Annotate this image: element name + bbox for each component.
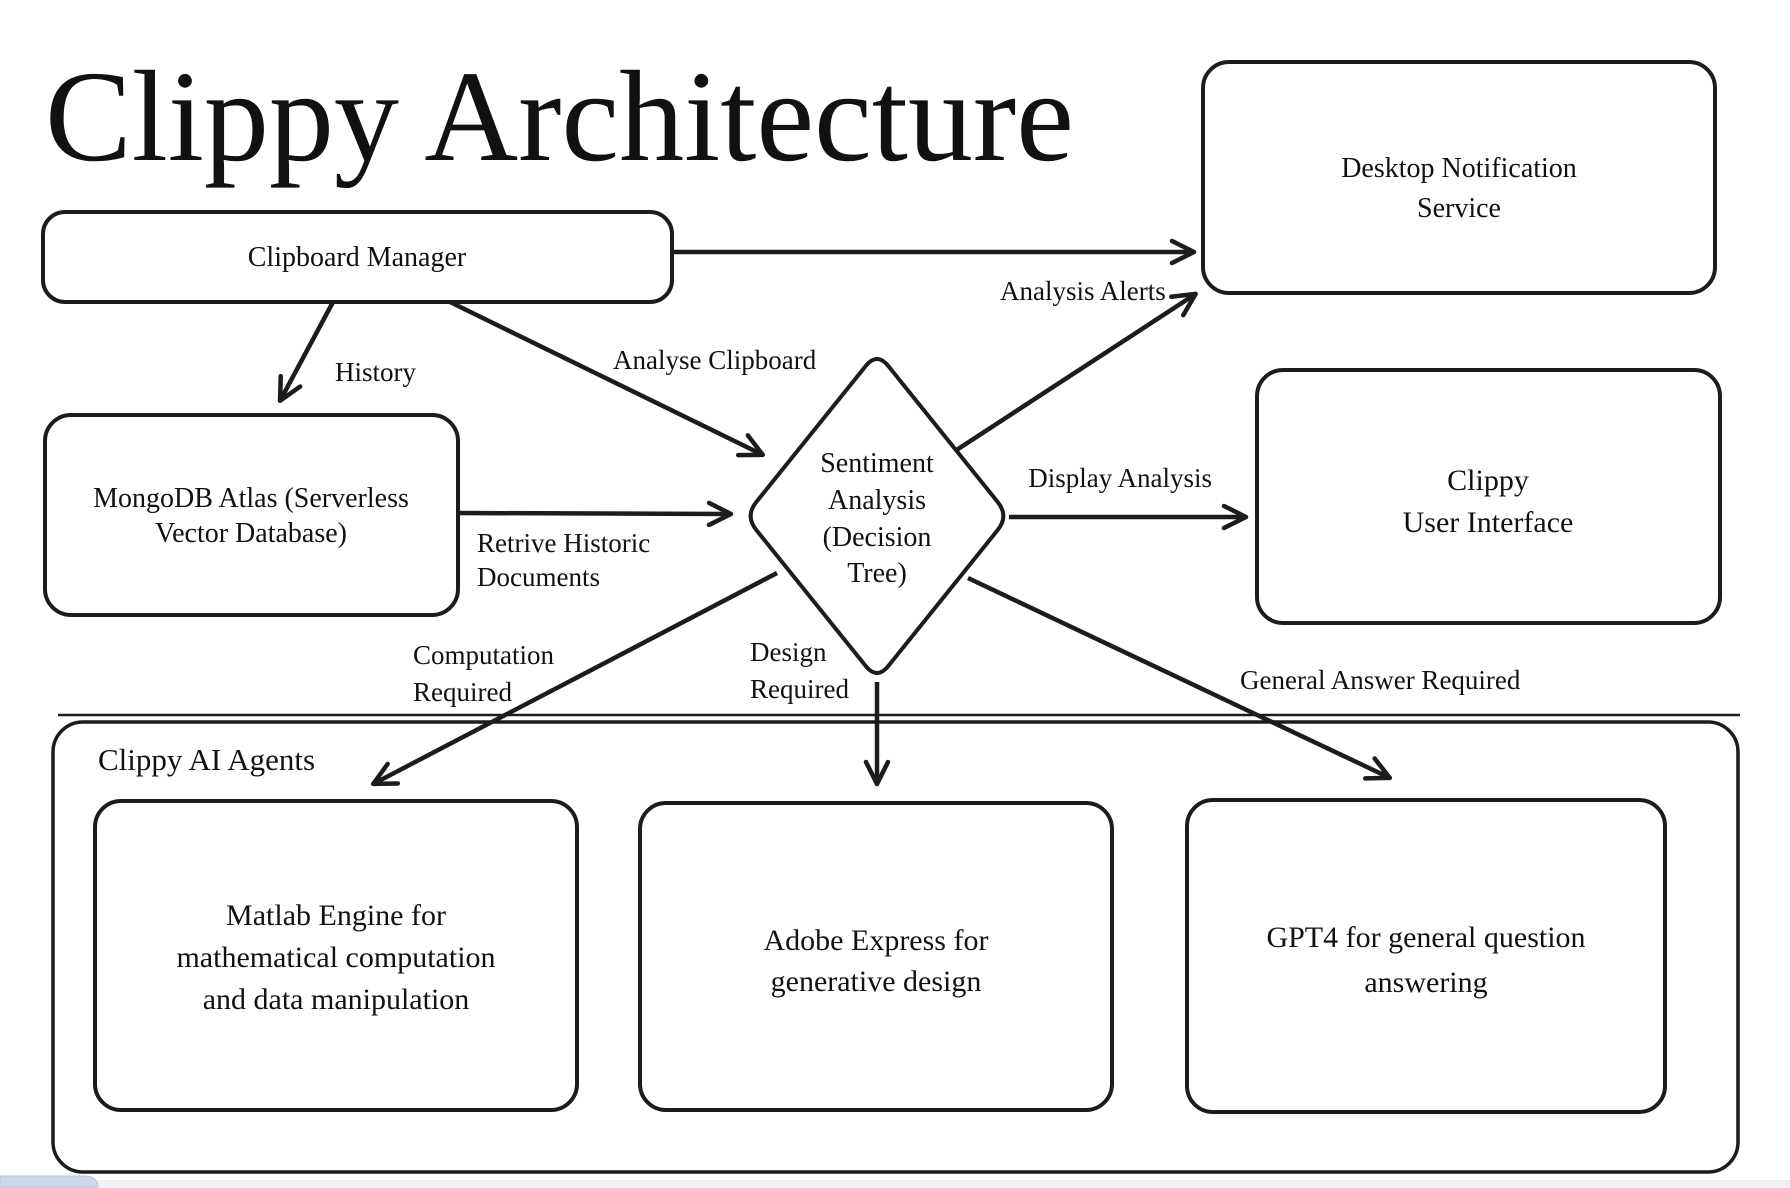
edge-analyse-clipboard[interactable]	[447, 298, 766, 458]
clippy-ui-label-line2: User Interface	[1403, 506, 1574, 539]
matlab-label-line2: mathematical computation	[176, 941, 495, 974]
adobe-label-line2: generative design	[771, 965, 982, 998]
edge-general-answer-required[interactable]	[967, 575, 1393, 781]
desktop-notification-label-line1: Desktop Notification	[1341, 153, 1577, 184]
sentiment-label-line2: Analysis	[828, 485, 926, 516]
page-bottom-strip	[0, 1180, 1790, 1188]
node-mongodb-atlas[interactable]	[43, 413, 460, 617]
edge-label-computation-line1: Computation	[413, 640, 554, 670]
edge-computation-required[interactable]	[370, 571, 779, 787]
edge-label-retrive-historic-line1: Retrive Historic	[477, 528, 650, 558]
edge-label-analyse-clipboard: Analyse Clipboard	[613, 345, 817, 375]
sentiment-label-line3: (Decision	[823, 522, 932, 553]
clipboard-manager-label: Clipboard Manager	[248, 242, 467, 273]
clippy-ai-agents-label: Clippy AI Agents	[98, 742, 315, 777]
gpt4-label-line2: answering	[1364, 966, 1487, 999]
node-matlab-engine[interactable]	[93, 799, 579, 1112]
edge-label-analysis-alerts: Analysis Alerts	[1000, 276, 1166, 306]
edge-history[interactable]	[277, 300, 335, 404]
adobe-label-line1: Adobe Express for	[764, 924, 989, 957]
edge-label-general-answer: General Answer Required	[1240, 665, 1521, 695]
node-sentiment-analysis-diamond[interactable]	[748, 357, 1006, 675]
node-clipboard-manager[interactable]	[41, 210, 674, 304]
clippy-ai-agents-container[interactable]	[51, 720, 1740, 1174]
edge-label-design-line2: Required	[750, 674, 849, 704]
node-clippy-user-interface[interactable]	[1255, 368, 1722, 625]
mongodb-label-line2: Vector Database)	[155, 518, 347, 549]
node-gpt4[interactable]	[1185, 798, 1667, 1114]
node-adobe-express[interactable]	[638, 801, 1114, 1112]
page-title: Clippy Architecture	[45, 45, 1074, 189]
sentiment-label-line4: Tree)	[847, 558, 907, 589]
window-corner-chip	[0, 1175, 99, 1188]
desktop-notification-label-line2: Service	[1417, 193, 1501, 224]
sentiment-label-line1: Sentiment	[820, 448, 934, 479]
matlab-label-line3: and data manipulation	[203, 983, 470, 1016]
gpt4-label-line1: GPT4 for general question	[1266, 921, 1585, 954]
edge-analysis-alerts[interactable]	[953, 291, 1198, 453]
edge-label-retrive-historic-line2: Documents	[477, 562, 600, 592]
clippy-ui-label-line1: Clippy	[1447, 464, 1529, 497]
edge-label-computation-line2: Required	[413, 677, 512, 707]
matlab-label-line1: Matlab Engine for	[226, 899, 446, 932]
edge-label-display-analysis: Display Analysis	[1028, 463, 1212, 493]
edge-retrive-historic[interactable]	[457, 500, 734, 528]
edge-label-design-line1: Design	[750, 637, 827, 667]
mongodb-label-line1: MongoDB Atlas (Serverless	[93, 483, 409, 514]
node-desktop-notification-service[interactable]	[1201, 60, 1717, 295]
edge-label-history: History	[335, 357, 417, 387]
